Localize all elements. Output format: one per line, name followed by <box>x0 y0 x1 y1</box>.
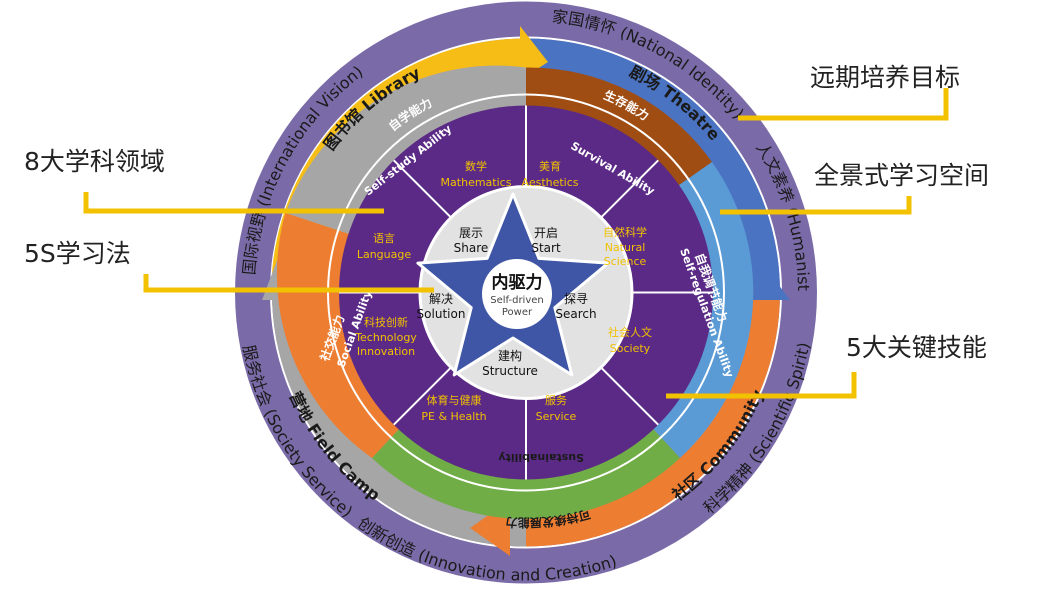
subject-tech-zh: 科技创新 <box>364 315 408 329</box>
center-en-2: Power <box>502 307 533 318</box>
center-core <box>482 259 552 329</box>
subject-language-zh: 语言 <box>373 232 395 245</box>
callout-line-method <box>143 274 434 293</box>
five-s-structure-en: Structure <box>482 364 538 378</box>
five-s-search-zh: 探寻 <box>564 292 588 306</box>
subject-service-zh: 服务 <box>545 394 567 407</box>
subject-society-en: Society <box>610 342 651 355</box>
five-s-structure-zh: 建构 <box>498 348 522 363</box>
subject-science-en2: Science <box>604 255 647 268</box>
five-s-share-en: Share <box>454 241 489 255</box>
arrow-head-library <box>520 26 548 80</box>
callout-line-space <box>720 196 912 215</box>
subject-math-zh: 数学 <box>465 159 487 173</box>
subject-divider <box>393 159 452 219</box>
five-s-start-zh: 开启 <box>534 226 558 240</box>
callout-goals: 远期培养目标 <box>810 63 960 92</box>
subject-language-en: Language <box>357 248 412 261</box>
subject-service-en: Service <box>536 410 577 423</box>
five-s-search-en: Search <box>555 307 596 321</box>
subject-pe-en: PE & Health <box>421 410 486 423</box>
five-s-start-en: Start <box>531 241 561 255</box>
five-s-share-zh: 展示 <box>459 226 483 240</box>
five-s-labels: 展示 Share 开启 Start 探寻 Search 建构 Structure… <box>417 226 597 378</box>
callout-line-goals <box>738 88 949 121</box>
center-title: 内驱力 <box>492 272 543 293</box>
subject-aesthetics-en: Aesthetics <box>521 176 578 189</box>
subject-science-en: Natural <box>605 241 646 254</box>
subject-dividers <box>339 105 713 480</box>
callout-line-subjects <box>83 192 384 214</box>
callout-method: 5S学习法 <box>24 239 131 268</box>
subject-society-zh: 社会人文 <box>608 325 652 339</box>
arrow-head-theatre <box>752 260 790 300</box>
subject-divider <box>600 366 659 426</box>
callout-space: 全景式学习空间 <box>814 161 989 190</box>
callout-line-skills <box>666 372 857 399</box>
subject-science-zh: 自然科学 <box>603 225 647 239</box>
five-s-solution-en: Solution <box>417 307 466 321</box>
callout-skills: 5大关键技能 <box>846 333 987 362</box>
ability-sustainability-en: Sustainability <box>498 451 584 464</box>
subject-divider <box>393 366 452 426</box>
callout-lines <box>83 88 949 399</box>
subject-math-en: Mathematics <box>441 176 512 189</box>
subject-aesthetics-zh: 美育 <box>539 159 561 173</box>
subject-pe-zh: 体育与健康 <box>427 393 482 407</box>
five-s-solution-zh: 解决 <box>429 292 453 306</box>
subjects: 数学 Mathematics 美育 Aesthetics 自然科学 Natura… <box>354 159 652 423</box>
subject-tech-en2: Innovation <box>357 345 415 358</box>
subject-divider <box>600 159 659 219</box>
subject-tech-en: Technology <box>354 331 417 344</box>
callout-subjects: 8大学科领域 <box>24 147 165 176</box>
center-en-1: Self-driven <box>490 295 544 306</box>
